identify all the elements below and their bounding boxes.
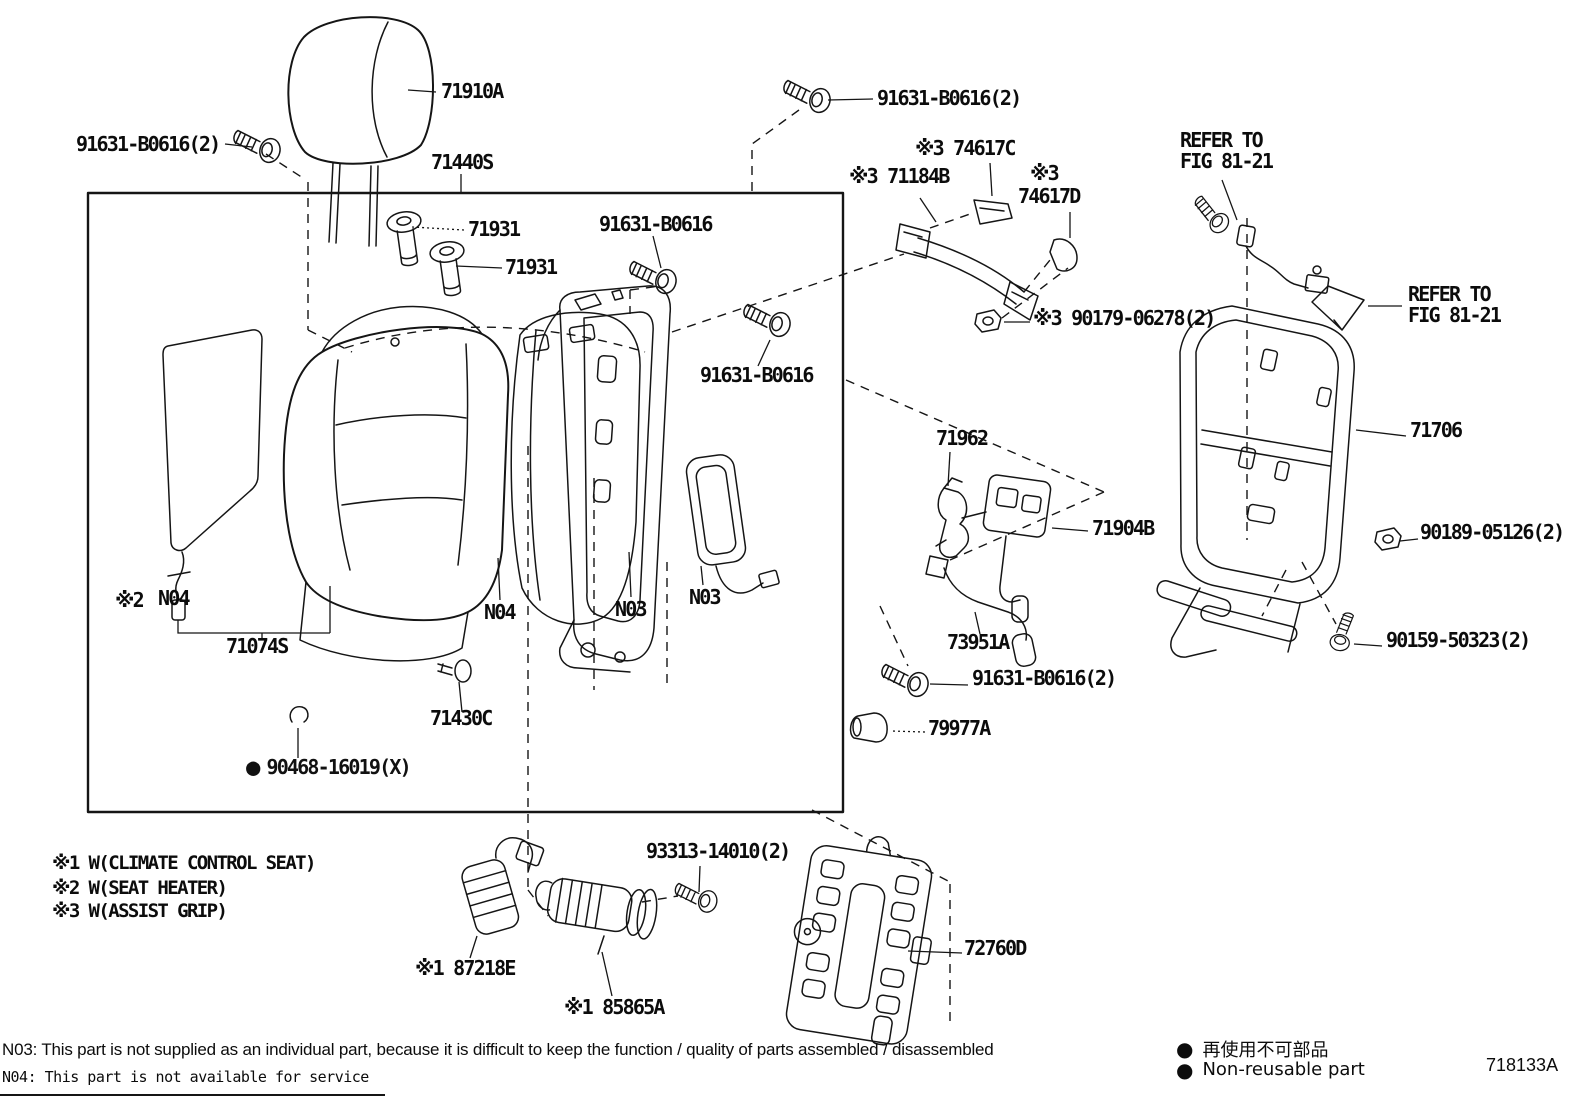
part-label-87218e: ※1 87218E <box>415 956 516 980</box>
heater-pad-drawing <box>162 329 263 621</box>
part-label-74617c: ※3 74617C <box>915 136 1016 160</box>
harness-screw-icon <box>1187 193 1234 238</box>
footnote-n03: N03: This part is not supplied as an ind… <box>2 1040 994 1059</box>
legend-non-reusable-jp: ● 再使用不可部品 <box>1176 1036 1328 1062</box>
part-label-93313: 93313-14010(2) <box>646 839 791 863</box>
part-label-79977a: 79977A <box>928 716 991 740</box>
legend-en-text: Non-reusable part <box>1202 1059 1365 1080</box>
footnote-mark-1: ※1 W(CLIMATE CONTROL SEAT) <box>52 852 316 874</box>
figure-id: 718133A <box>1486 1055 1559 1075</box>
part-label-71706: 71706 <box>1410 418 1463 442</box>
legend-non-reusable-en: ● Non-reusable part <box>1176 1059 1365 1080</box>
part-label-90468: ● 90468-16019(X) <box>246 753 412 781</box>
seat-back-cover-drawing <box>282 305 510 662</box>
part-label-90159: 90159-50323(2) <box>1386 628 1531 652</box>
air-duct-87218e-drawing <box>461 837 545 935</box>
assist-grip-drawing <box>895 199 1078 321</box>
part-label-71931-a: 71931 <box>468 217 521 241</box>
legend-jp-text: 再使用不可部品 <box>1202 1040 1329 1061</box>
footnote-mark-3: ※3 W(ASSIST GRIP) <box>52 900 228 922</box>
fastener-icons <box>229 78 1402 915</box>
wire-harness-drawing <box>1236 224 1365 331</box>
grip-nut-icon <box>974 309 1002 333</box>
part-label-91631-bottom: 91631-B0616(2) <box>972 666 1117 690</box>
part-label-91631-mid: 91631-B0616 <box>599 212 713 236</box>
part-label-71430c: 71430C <box>430 706 493 730</box>
footnote-n04: N04: This part is not available for serv… <box>2 1068 369 1086</box>
footnote-mark-2: ※2 W(SEAT HEATER) <box>52 877 228 899</box>
part-label-90179: ※3 90179-06278(2) <box>1033 306 1216 330</box>
part-label-71440s: 71440S <box>431 150 494 174</box>
grommet-drawing <box>849 712 888 743</box>
legend-bullet-icon-jp: ● <box>1176 1037 1194 1061</box>
spring-mat-drawing <box>785 836 933 1046</box>
n03-label-frame: N03 <box>615 597 648 621</box>
part-label-91631-frame: 91631-B0616 <box>700 363 814 387</box>
part-label-71074s: 71074S <box>226 634 289 658</box>
headrest-support-bushings <box>385 208 471 299</box>
part-label-91631-top-center: 91631-B0616(2) <box>877 86 1022 110</box>
n03-label-airbag: N03 <box>689 585 722 609</box>
n04-label-left: N04 <box>158 586 191 610</box>
lumbar-mechanism-drawing <box>925 474 1052 667</box>
n04-label-right: N04 <box>484 600 517 624</box>
main-assembly-box <box>86 191 845 814</box>
heater-pad-mark: ※2 <box>115 588 145 612</box>
seat-back-pad-drawing <box>510 311 641 625</box>
non-reusable-bullet-icon: ● <box>246 753 261 781</box>
part-label-85865a: ※1 85865A <box>564 995 665 1019</box>
part-label-72760d: 72760D <box>964 936 1027 960</box>
refer2-line1: REFER TO <box>1408 282 1492 306</box>
leader-lines <box>177 89 1419 997</box>
construction-dashed-lines <box>265 109 1337 1028</box>
part-label-74617d-mark: ※3 <box>1030 161 1060 185</box>
part-label-91631-top-left: 91631-B0616(2) <box>76 132 221 156</box>
air-duct-85865a-drawing <box>535 877 658 955</box>
refer1-line2: FIG 81-21 <box>1180 149 1274 173</box>
part-label-71184b: ※3 71184B <box>849 164 950 188</box>
seat-back-frame-drawing <box>537 285 672 673</box>
part-label-71904b: 71904B <box>1092 516 1155 540</box>
part-label-71910a: 71910A <box>441 79 504 103</box>
seat-back-board-drawing <box>1156 305 1355 658</box>
part-label-73951a: 73951A <box>947 630 1010 654</box>
part-label-90189: 90189-05126(2) <box>1420 520 1565 544</box>
headrest-drawing <box>287 16 434 247</box>
airbag-module-drawing <box>685 454 780 594</box>
small-clip-drawings <box>289 659 472 723</box>
legend-bullet-icon-en: ● <box>1176 1057 1194 1082</box>
part-label-90468-text: 90468-16019(X) <box>266 755 411 779</box>
dotted-leader-lines <box>0 226 926 1096</box>
part-label-71962: 71962 <box>936 426 989 450</box>
refer1-line1: REFER TO <box>1180 128 1264 152</box>
refer2-line2: FIG 81-21 <box>1408 303 1502 327</box>
part-label-71931-b: 71931 <box>505 255 558 279</box>
part-label-74617d: 74617D <box>1018 184 1081 208</box>
